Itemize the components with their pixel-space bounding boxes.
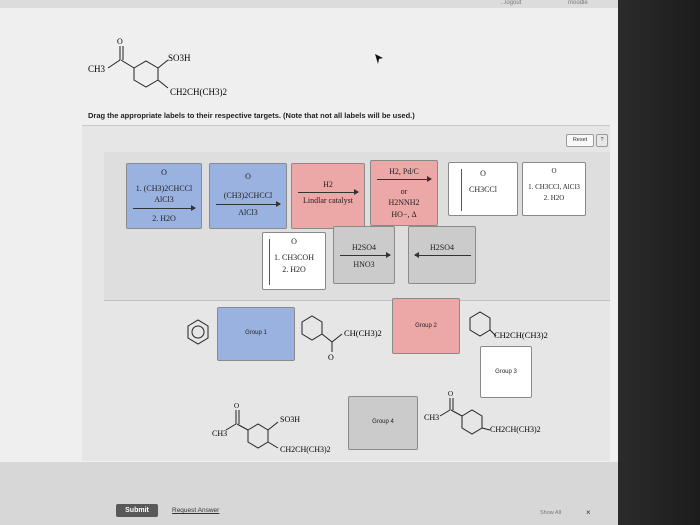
draggable-label-2[interactable]: O (CH3)2CHCCl AlCl3 [209,163,287,229]
svg-text:O: O [234,402,239,410]
reaction-arrow [269,239,270,285]
question-molecule: CH3 O SO3H CH2CH(CH3)2 [88,37,227,97]
draggable-label-4[interactable]: H2, Pd/C or H2NNH2 HO−, Δ [370,160,438,226]
drop-target-group-4[interactable]: Group 4 [348,396,418,450]
reaction-scheme: O CH(CH3)2 CH2CH(CH3)2 CH3 O CH2CH(CH3)2… [187,311,548,454]
browser-screen: ...logout moodle CH3 O SO3H CH2CH(CH3)2 … [0,0,618,525]
reaction-arrow [461,169,462,211]
isopropyl-label: CH(CH3)2 [344,328,382,338]
drop-target-group-3[interactable]: Group 3 [480,346,532,398]
show-all-link[interactable]: Show All [540,510,562,516]
instruction-text: Drag the appropriate labels to their res… [88,111,415,120]
draggable-label-9[interactable]: H2SO4 [408,226,476,284]
drop-target-group-1[interactable]: Group 1 [217,307,295,361]
reaction-arrow [340,252,391,258]
drop-target-group-2[interactable]: Group 2 [392,298,460,354]
reaction-arrow [216,201,281,207]
final-sulfo-label: SO3H [280,415,300,424]
draggable-label-5[interactable]: O CH3CCl [448,162,518,216]
draggable-label-1[interactable]: O 1. (CH3)2CHCCl AlCl3 2. H2O [126,163,202,229]
draggable-label-3[interactable]: H2 Lindlar catalyst [291,163,365,229]
reaction-arrow [133,205,196,211]
acyl-methyl-label: CH3 [424,413,439,422]
top-bar: ...logout moodle [0,0,618,8]
reverse-reaction-arrow [414,252,471,258]
final-isobutyl-label: CH2CH(CH3)2 [280,445,331,454]
svg-text:O: O [328,353,334,362]
request-answer-link[interactable]: Request Answer [172,507,220,514]
final-methyl-label: CH3 [212,429,227,438]
mouse-cursor-icon [374,52,384,70]
draggable-label-8[interactable]: H2SO4 HNO3 [333,226,395,284]
logout-link[interactable]: ...logout [500,0,522,6]
product-isobutyl-label: CH2CH(CH3)2 [494,330,548,340]
reaction-arrow [298,189,359,195]
help-button[interactable]: ? [596,134,608,147]
isobutyl-label: CH2CH(CH3)2 [170,87,227,97]
footer-bar [0,462,618,525]
svg-text:O: O [117,37,123,46]
close-icon[interactable]: × [586,508,591,517]
draggable-label-6[interactable]: O 1. CH3CCl, AlCl3 2. H2O [522,162,586,216]
acyl-isobutyl-label: CH2CH(CH3)2 [490,425,541,434]
reset-button[interactable]: Reset [566,134,594,147]
device-bezel [618,0,700,525]
submit-button[interactable]: Submit [116,504,158,517]
moodle-link[interactable]: moodle [568,0,588,6]
section-divider [104,300,610,301]
sulfo-label: SO3H [168,53,191,63]
draggable-label-7[interactable]: O 1. CH3COH 2. H2O [262,232,326,290]
methyl-label: CH3 [88,64,106,74]
svg-text:O: O [448,390,453,398]
reaction-arrow [377,176,432,182]
